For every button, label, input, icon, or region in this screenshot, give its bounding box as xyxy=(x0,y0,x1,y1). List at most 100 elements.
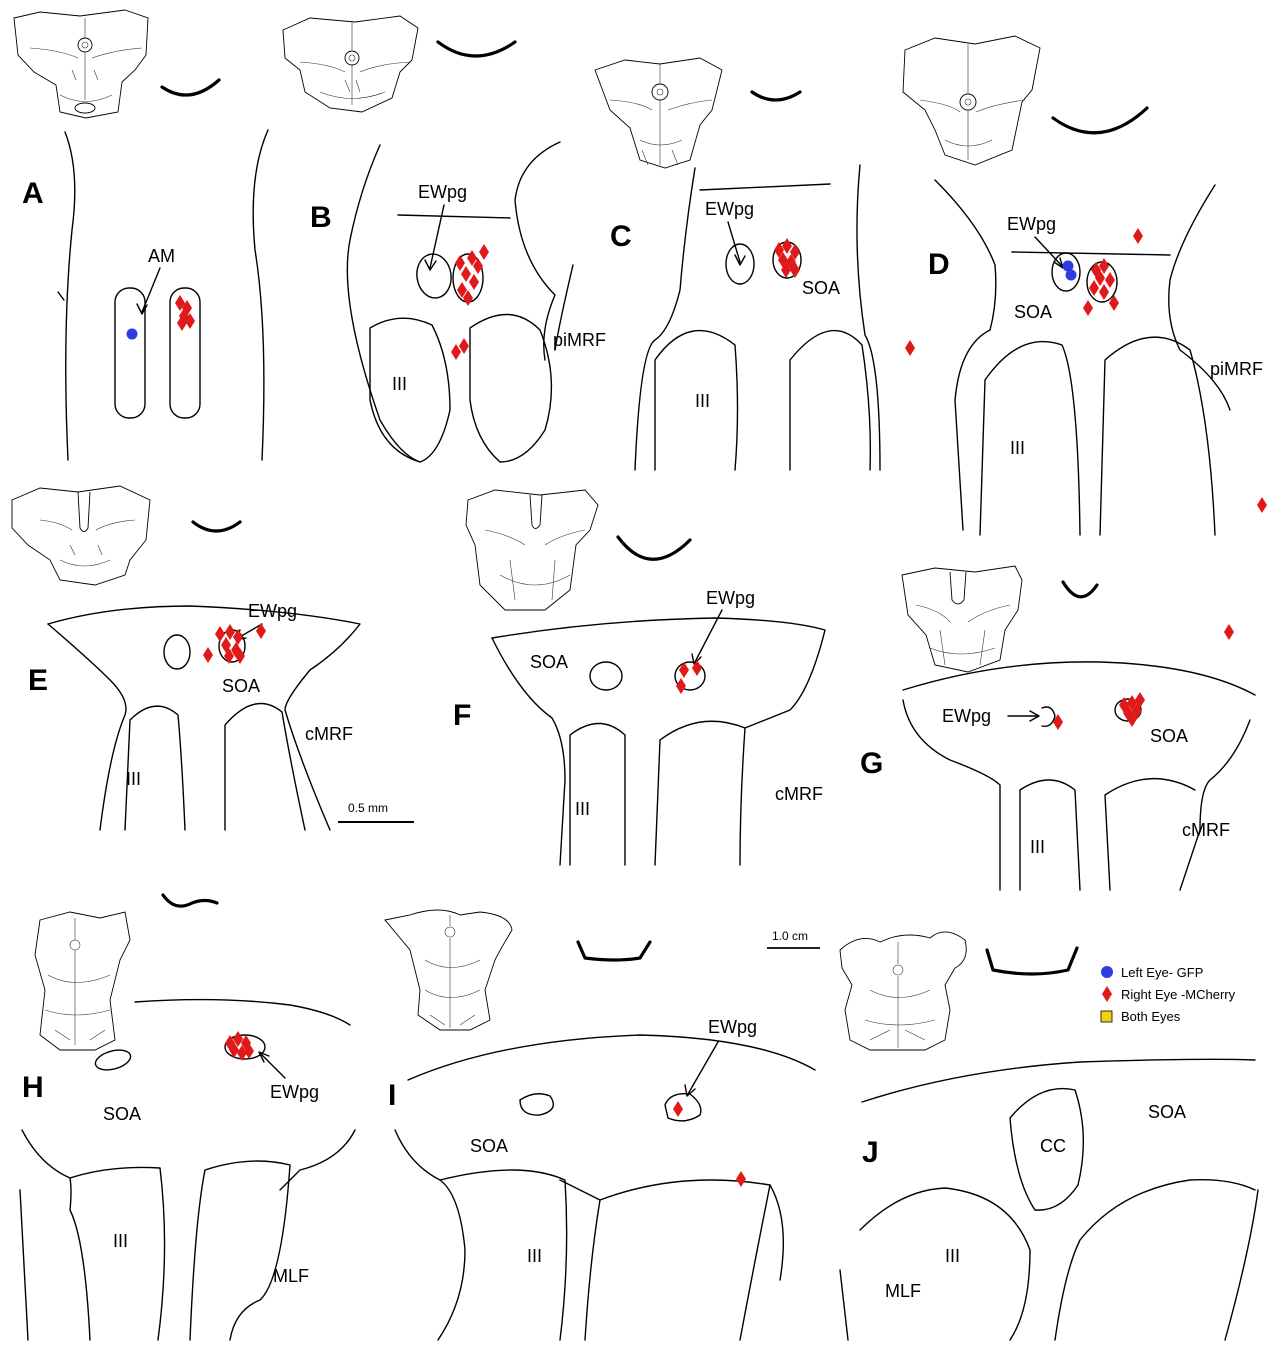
mlf-label-j: MLF xyxy=(885,1281,921,1301)
mcherry-markers-c xyxy=(774,238,915,356)
ewpg-left xyxy=(414,252,454,300)
soa-label-e: SOA xyxy=(222,676,260,696)
legend-both-eyes: Both Eyes xyxy=(1101,1009,1181,1024)
gfp-marker xyxy=(127,329,138,340)
soa-label-c: SOA xyxy=(802,278,840,298)
soa-label-g: SOA xyxy=(1150,726,1188,746)
third-label-h: III xyxy=(113,1231,128,1251)
third-label-g: III xyxy=(1030,837,1045,857)
svg-text:Left Eye- GFP: Left Eye- GFP xyxy=(1121,965,1203,980)
panel-b: B EWpg III piMRF xyxy=(283,16,606,462)
third-label-e: III xyxy=(126,769,141,789)
panel-b-label: B xyxy=(310,201,332,234)
scalebar-fine: 0.5 mm xyxy=(338,801,414,822)
ewpg-label-d: EWpg xyxy=(1007,214,1056,234)
panel-h-thumbnail xyxy=(35,912,130,1050)
panel-e-eye-cup xyxy=(193,522,240,531)
svg-text:1.0 cm: 1.0 cm xyxy=(772,929,808,943)
both-eyes-marker-icon xyxy=(1101,1011,1112,1022)
soa-label-i: SOA xyxy=(470,1136,508,1156)
panel-c: C EWpg SOA III xyxy=(595,58,915,470)
ewpg-label-g: EWpg xyxy=(942,706,991,726)
mcherry-markers xyxy=(175,295,195,331)
mcherry-markers-e xyxy=(203,623,266,664)
panel-f-label: F xyxy=(453,699,471,732)
third-label-j: III xyxy=(945,1246,960,1266)
panel-i: I EWpg SOA III xyxy=(385,910,815,1340)
svg-text:Both Eyes: Both Eyes xyxy=(1121,1009,1181,1024)
third-label-c: III xyxy=(695,391,710,411)
ewpg-left-f xyxy=(590,662,622,690)
panel-i-label: I xyxy=(388,1079,396,1112)
ewpg-right-i xyxy=(665,1094,701,1121)
scalebar-coarse: 1.0 cm xyxy=(767,929,820,948)
pimrf-label-b: piMRF xyxy=(553,330,606,350)
ewpg-left-i xyxy=(520,1094,553,1115)
third-label-b: III xyxy=(392,374,407,394)
third-label-i: III xyxy=(527,1246,542,1266)
panel-c-thumbnail xyxy=(595,58,722,168)
pimrf-label-d: piMRF xyxy=(1210,359,1263,379)
panel-b-thumbnail xyxy=(283,16,418,112)
soa-label-f: SOA xyxy=(530,652,568,672)
cc-label: CC xyxy=(1040,1136,1066,1156)
panel-j-thumbnail xyxy=(840,932,966,1050)
panel-b-eye-cup xyxy=(438,42,515,56)
legend: Left Eye- GFP Right Eye -MCherry Both Ey… xyxy=(1101,965,1236,1024)
svg-text:0.5 mm: 0.5 mm xyxy=(348,801,388,815)
panel-a-label: A xyxy=(22,177,44,210)
panel-d-thumbnail xyxy=(903,36,1040,165)
panel-f-eye-cup xyxy=(618,537,690,559)
legend-right-eye: Right Eye -MCherry xyxy=(1102,986,1236,1002)
soa-label-j: SOA xyxy=(1148,1102,1186,1122)
ewpg-label-f: EWpg xyxy=(706,588,755,608)
mlf-label-h: MLF xyxy=(273,1266,309,1286)
panel-h-eye-cup xyxy=(163,895,217,906)
panel-d-label: D xyxy=(928,248,950,281)
am-nucleus-left xyxy=(115,288,145,418)
panel-g: G EWpg SOA III cMRF xyxy=(860,566,1255,890)
ewpg-label-b: EWpg xyxy=(418,182,467,202)
panel-h: H EWpg SOA III MLF xyxy=(20,895,355,1340)
panel-e-label: E xyxy=(28,664,48,697)
panel-j-label: J xyxy=(862,1136,879,1169)
soa-label-h: SOA xyxy=(103,1104,141,1124)
panel-c-eye-cup xyxy=(752,92,800,100)
mcherry-marker-icon xyxy=(1102,986,1112,1002)
legend-left-eye: Left Eye- GFP xyxy=(1101,965,1203,980)
panel-a: A AM xyxy=(14,10,268,460)
third-label-f: III xyxy=(575,799,590,819)
panel-a-eye-cup xyxy=(162,80,219,95)
panel-j-eye-cup xyxy=(987,948,1077,974)
soa-label-d: SOA xyxy=(1014,302,1052,322)
am-label: AM xyxy=(148,246,175,266)
svg-text:Right Eye -MCherry: Right Eye -MCherry xyxy=(1121,987,1236,1002)
cmrf-label-g: cMRF xyxy=(1182,820,1230,840)
mcherry-markers-i xyxy=(673,1101,746,1187)
ewpg-label-e: EWpg xyxy=(248,601,297,621)
panel-i-thumbnail xyxy=(385,910,512,1030)
gfp-marker-icon xyxy=(1101,966,1113,978)
ewpg-label-i: EWpg xyxy=(708,1017,757,1037)
panel-a-thumbnail xyxy=(14,10,148,118)
ewpg-left-g xyxy=(1042,707,1055,726)
panel-g-eye-cup xyxy=(1063,582,1097,597)
cmrf-label-e: cMRF xyxy=(305,724,353,744)
panel-c-label: C xyxy=(610,220,632,253)
ewpg-left-e xyxy=(164,635,190,669)
panel-d-eye-cup xyxy=(1053,108,1147,133)
panel-g-thumbnail xyxy=(902,566,1022,672)
panel-d: D EWpg SOA III piMRF xyxy=(903,36,1267,535)
mcherry-markers-g xyxy=(1053,624,1234,730)
third-label-d: III xyxy=(1010,438,1025,458)
panel-f-thumbnail xyxy=(466,490,598,610)
panel-f: F EWpg SOA III cMRF xyxy=(453,490,825,865)
panel-e: E EWpg SOA cMRF III 0.5 mm xyxy=(12,486,414,830)
ewpg-label-h: EWpg xyxy=(270,1082,319,1102)
ewpg-label-c: EWpg xyxy=(705,199,754,219)
ewpg-left-d xyxy=(1052,253,1080,291)
panel-h-label: H xyxy=(22,1071,44,1104)
panel-i-eye-cup xyxy=(578,942,650,960)
cmrf-label-f: cMRF xyxy=(775,784,823,804)
